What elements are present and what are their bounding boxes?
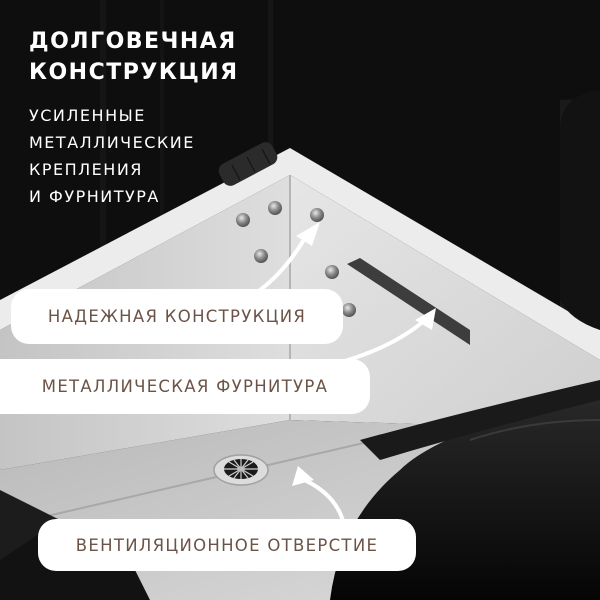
headline: ДОЛГОВЕЧНАЯ КОНСТРУКЦИЯ [29, 26, 239, 88]
subheadline-line-4: И ФУРНИТУРА [29, 187, 160, 206]
callout-label: НАДЕЖНАЯ КОНСТРУКЦИЯ [47, 307, 307, 326]
ventilation-hole-icon [213, 454, 269, 486]
callout-reliable-construction: НАДЕЖНАЯ КОНСТРУКЦИЯ [11, 289, 343, 344]
bolt-fasteners [236, 201, 356, 317]
callout-metal-hardware: МЕТАЛЛИЧЕСКАЯ ФУРНИТУРА [0, 359, 370, 414]
headline-line-2: КОНСТРУКЦИЯ [29, 60, 239, 85]
subheadline: УСИЛЕННЫЕ МЕТАЛЛИЧЕСКИЕ КРЕПЛЕНИЯ И ФУРН… [29, 102, 195, 210]
callout-label: ВЕНТИЛЯЦИОННОЕ ОТВЕРСТИЕ [75, 535, 379, 555]
hinge-icon [218, 142, 278, 186]
subheadline-line-1: УСИЛЕННЫЕ [29, 106, 146, 125]
subheadline-line-3: КРЕПЛЕНИЯ [29, 160, 143, 179]
headline-line-1: ДОЛГОВЕЧНАЯ [29, 29, 237, 54]
callout-ventilation-hole: ВЕНТИЛЯЦИОННОЕ ОТВЕРСТИЕ [38, 519, 416, 571]
callout-label: МЕТАЛЛИЧЕСКАЯ ФУРНИТУРА [41, 377, 329, 396]
subheadline-line-2: МЕТАЛЛИЧЕСКИЕ [29, 133, 195, 152]
